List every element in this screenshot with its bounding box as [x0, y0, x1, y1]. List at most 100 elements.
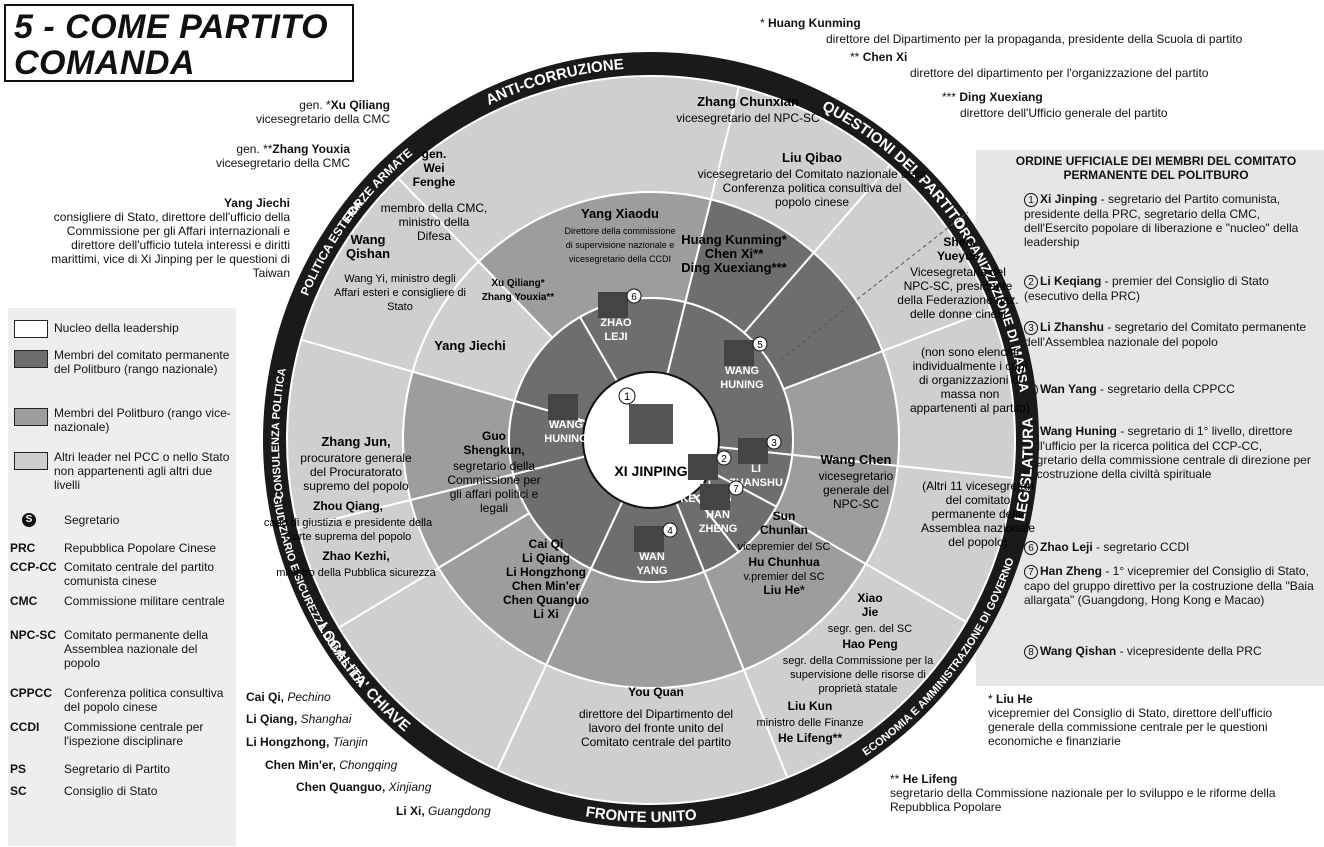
hu-chunhua-desc: v.premier del SC: [743, 571, 824, 583]
legend-swatch-politburo: [14, 408, 48, 426]
order-name: Wan Yang: [1040, 382, 1097, 396]
order-desc: - vicepresidente della PRC: [1116, 644, 1262, 658]
yang-jiechi-inner: Yang Jiechi: [434, 338, 506, 353]
locality-name: Li Xi,: [396, 804, 429, 818]
note-prefix: ***: [942, 90, 960, 104]
note-name: Liu He: [996, 692, 1033, 706]
note-prefix: *: [988, 692, 997, 706]
locality-name: Chen Quanguo,: [296, 780, 389, 794]
note-yang-jiechi: Yang Jiechi consigliere di Stato, dirett…: [20, 196, 290, 280]
portrait-zhao-leji: [598, 292, 628, 318]
order-desc: - segretario CCDI: [1092, 540, 1190, 554]
legend-label-other: Altri leader nel PCC o nello Stato non a…: [54, 450, 230, 492]
legend-swatch-standing: [14, 350, 48, 368]
note-liu-he: * Liu He vicepremier del Consiglio di St…: [988, 692, 1318, 748]
legend-label-politburo: Membri del Politburo (rango vice-naziona…: [54, 406, 231, 434]
locality-name: Chen Min'er,: [265, 758, 340, 772]
note-xu-qiliang: gen. *Xu Qiliang vicesegretario della CM…: [190, 98, 390, 126]
portrait-li-keqiang: [688, 454, 718, 480]
note-desc: direttore del dipartimento per l'organiz…: [910, 66, 1209, 80]
note-name: Yang Jiechi: [223, 196, 290, 210]
legend-swatch-core: [14, 320, 48, 338]
standing-number-circle: [716, 450, 732, 466]
core-number: 1: [624, 391, 630, 403]
note-name: Huang Kunming: [768, 16, 861, 30]
abbr-text: Comitato centrale del partito comunista …: [64, 560, 215, 588]
note-prefix: **: [850, 50, 863, 64]
standing-number: 2: [721, 454, 727, 465]
note-name: He Lifeng: [902, 772, 958, 786]
portrait-xi: [629, 404, 673, 444]
title-line-2: COMANDA: [14, 44, 196, 82]
note-desc: direttore dell'Ufficio generale del part…: [960, 106, 1168, 120]
order-item: 5Wang Huning - segretario di 1° livello,…: [1024, 424, 1314, 481]
standing-number-circle: [766, 434, 782, 450]
party-inner-names: Huang Kunming*Chen Xi**Ding Xuexiang***: [681, 232, 787, 275]
note-name: Zhang Youxia: [272, 142, 350, 156]
note-desc: direttore del Dipartimento per la propag…: [826, 32, 1243, 46]
order-name: Wang Huning: [1040, 424, 1117, 438]
legend-panel: Nucleo della leadership Membri del comit…: [8, 308, 236, 846]
liu-qibao-desc: vicesegretario del Comitato nazionale de…: [698, 167, 927, 209]
standing-number-circle: [662, 522, 678, 538]
legend-label-core: Nucleo della leadership: [54, 321, 179, 335]
abbr-text: Conferenza politica consultiva del popol…: [64, 686, 224, 714]
order-name: Wang Qishan: [1040, 644, 1117, 658]
order-name: Li Zhanshu: [1040, 320, 1104, 334]
portrait-han-zheng: [700, 484, 730, 510]
locality-name: Li Qiang,: [246, 712, 301, 726]
portrait-li-zhanshu: [738, 438, 768, 464]
standing-number: 6: [631, 292, 637, 303]
locality-item: Li Qiang, Shanghai: [246, 712, 351, 726]
core-name: XI JINPING: [614, 463, 687, 479]
note-zhang-youxia: gen. **Zhang Youxia vicesegretario della…: [140, 142, 350, 170]
note-name: Ding Xuexiang: [959, 90, 1043, 104]
abbr-text: Comitato permanente della Assemblea nazi…: [64, 628, 209, 670]
legend-label-standing: Membri del comitato permanente del Polit…: [54, 348, 230, 376]
standing-number-circle: [728, 480, 744, 496]
note-desc: vicesegretario della CMC: [215, 156, 350, 170]
note-prefix: *: [760, 16, 769, 30]
note-name: Xu Qiliang: [330, 98, 390, 112]
locality-item: Li Xi, Guangdong: [396, 804, 491, 818]
secretary-icon: S: [22, 513, 36, 527]
you-quan-name: You Quan: [628, 685, 684, 699]
note-desc: vicesegretario della CMC: [255, 112, 390, 126]
abbr-text: Commissione militare centrale: [64, 594, 225, 608]
order-desc: - segretario di 1° livello, direttore de…: [1024, 424, 1311, 481]
portrait-wang-huning: [548, 394, 578, 420]
order-name: Zhao Leji: [1040, 540, 1093, 554]
standing-number: 4: [667, 526, 673, 537]
abbr-code: CCP-CC: [10, 560, 57, 574]
abbr-code: CCDI: [10, 720, 40, 734]
note-desc: vicepremier del Consiglio di Stato, dire…: [988, 706, 1273, 748]
order-number: 8: [1024, 645, 1038, 659]
core-number-circle: [618, 387, 636, 405]
locality-place: Chongqing: [339, 758, 398, 772]
liu-he-inner-name: Liu He*: [763, 583, 805, 597]
abbr-code: PS: [10, 762, 27, 776]
zhang-chunxian-desc: vicesegretario del NPC-SC: [676, 111, 820, 125]
abbr-code: PRC: [10, 541, 36, 555]
zhang-jun-name: Zhang Jun,: [321, 434, 390, 449]
note-prefix: gen. *: [299, 98, 331, 112]
abbr-text: Repubblica Popolare Cinese: [64, 541, 217, 555]
standing-number: 3: [771, 438, 777, 449]
abbr-text: Consiglio di Stato: [64, 784, 158, 798]
locality-item: Chen Quanguo, Xinjiang: [296, 780, 431, 794]
order-title: ORDINE UFFICIALE DEI MEMBRI DEL COMITATO…: [1015, 154, 1297, 182]
locality-place: Tianjin: [332, 735, 368, 749]
